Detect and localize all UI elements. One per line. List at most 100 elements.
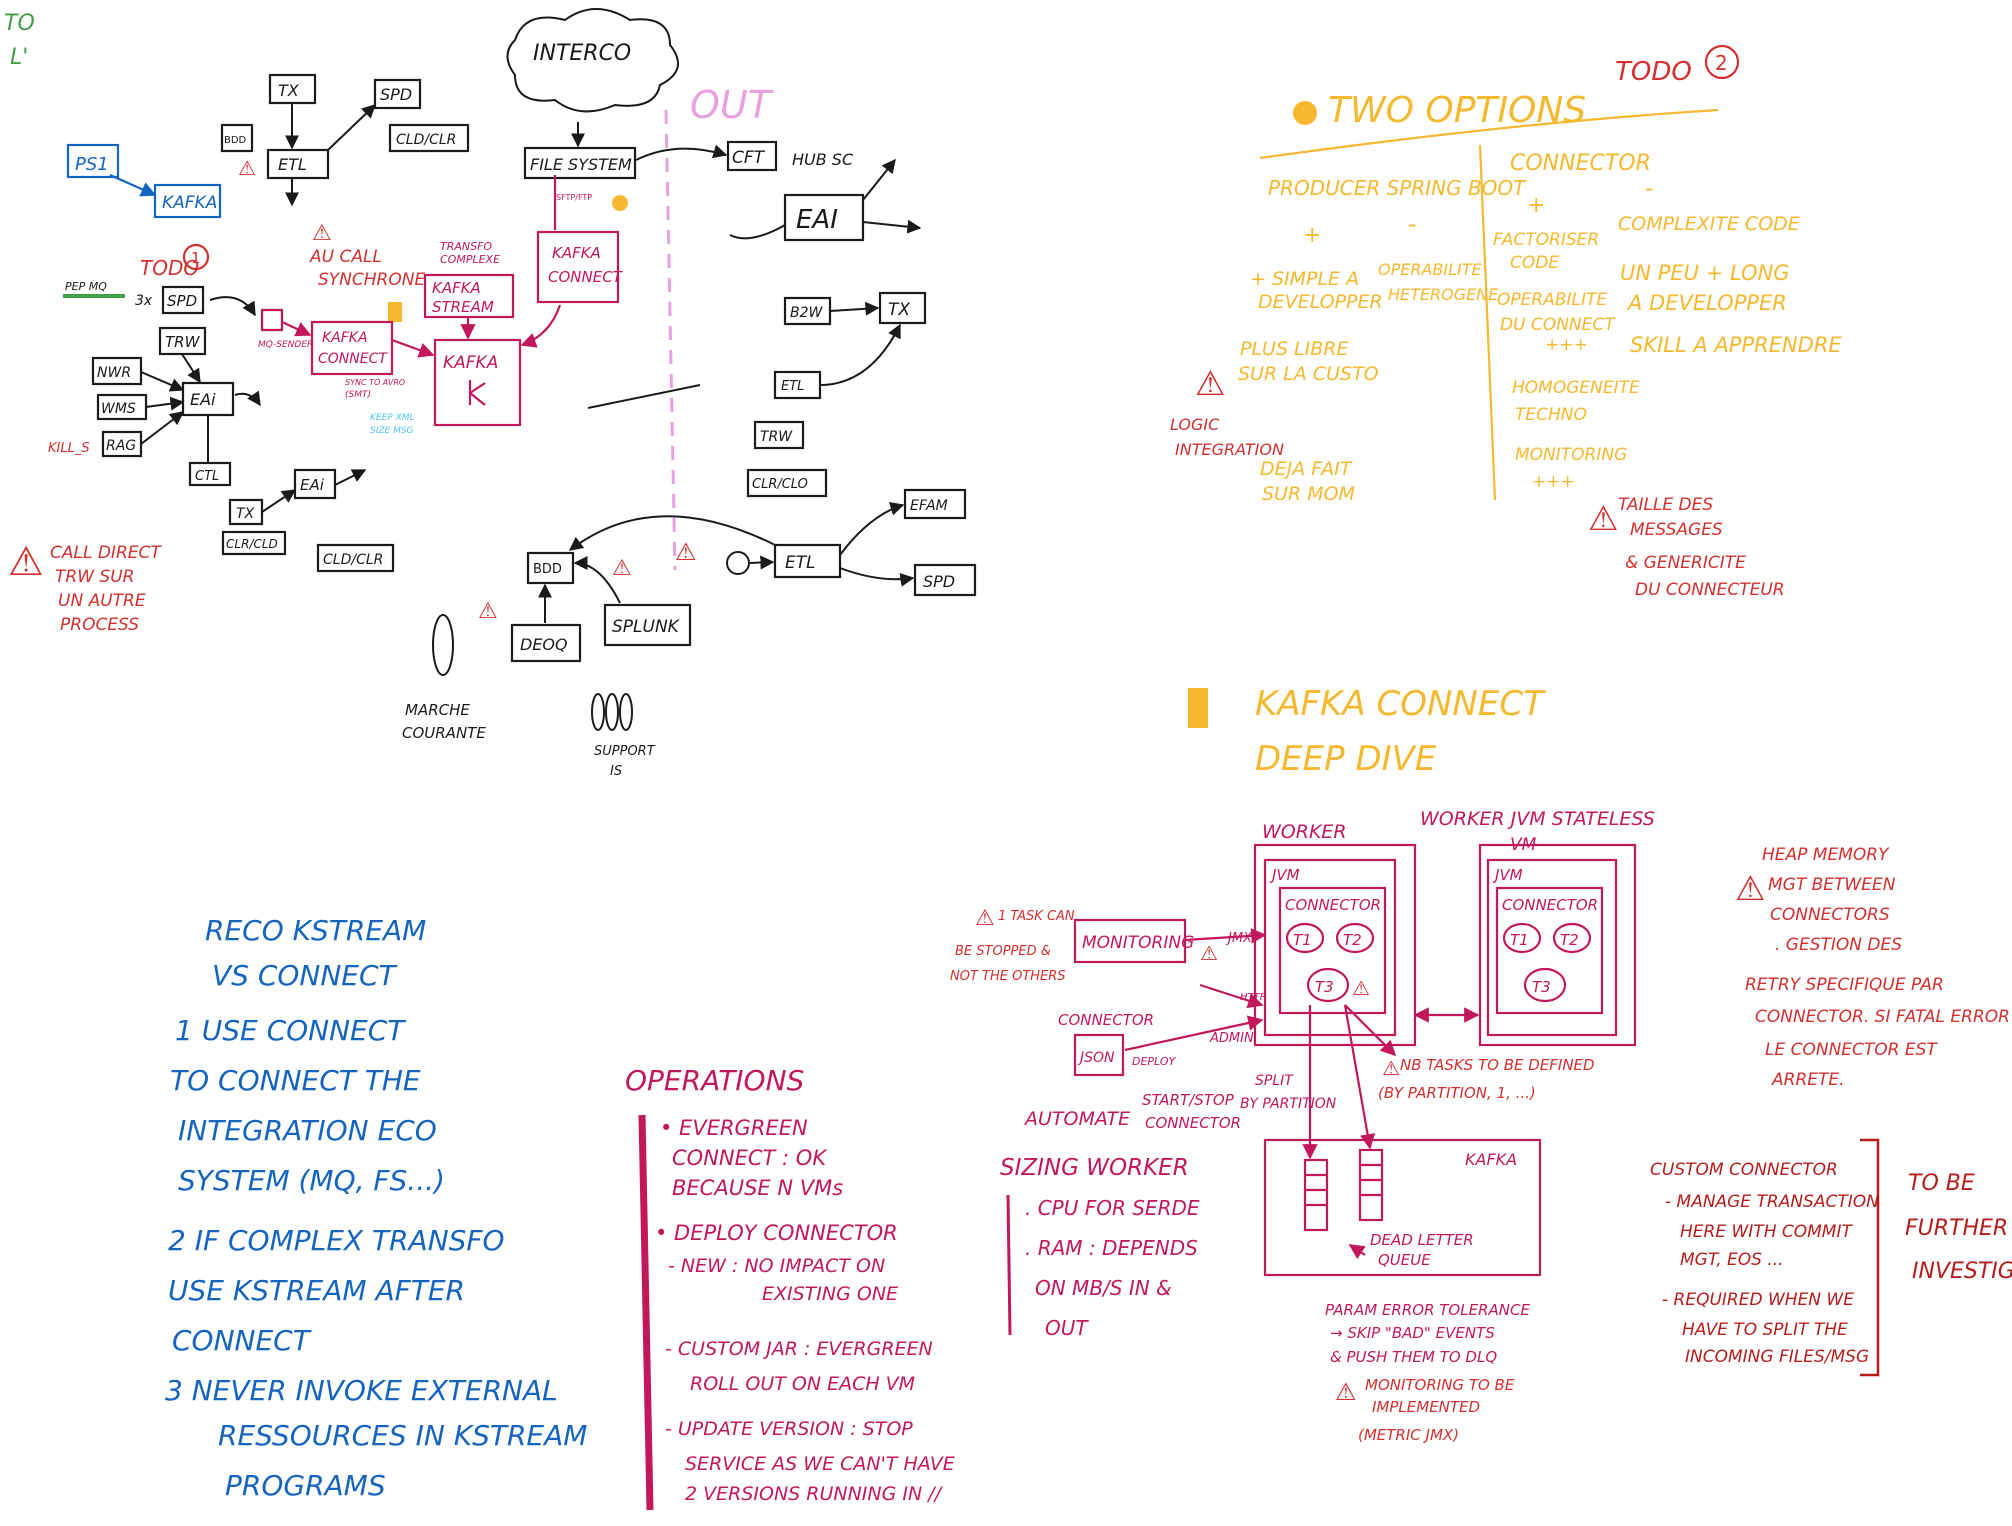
efam-label: EFAM <box>910 498 948 514</box>
operations-notes: OPERATIONS • EVERGREEN CONNECT : OK BECA… <box>625 1064 955 1511</box>
src-etl3-arrow <box>749 555 775 570</box>
start-stop-l1: START/STOP <box>1142 1091 1235 1109</box>
col2-plus-l2: CODE <box>1510 253 1559 273</box>
kafka-center-box <box>433 338 522 427</box>
connector-json-title: CONNECTOR <box>1058 1011 1154 1029</box>
todo2-num: 2 <box>1715 51 1728 75</box>
corner-line-1: TO <box>4 11 35 36</box>
eai-right-arrow <box>862 219 922 234</box>
worker1-t1-label: T1 <box>1293 931 1312 949</box>
taille-l1: TAILLE DES <box>1618 495 1713 515</box>
etl2-tx-arrow <box>819 323 901 386</box>
ops-l3: BECAUSE N VMs <box>672 1176 843 1200</box>
tx2-box <box>228 498 264 526</box>
monitoring-impl-l1: MONITORING TO BE <box>1365 1376 1515 1394</box>
worker2-connector-box <box>1495 886 1604 1015</box>
marche-l1: MARCHE <box>405 701 470 719</box>
etl3-bdd-arrow <box>568 515 776 551</box>
deep-dive-title-l1: KAFKA CONNECT <box>1255 684 1546 724</box>
reco-l6: SYSTEM (MQ, FS...) <box>178 1164 445 1197</box>
nb-tasks-l2: (BY PARTITION, 1, ...) <box>1378 1084 1536 1102</box>
hub-sc-label: HUB SC <box>792 150 854 169</box>
bdd1-icon <box>220 123 254 153</box>
call-direct-l3: UN AUTRE <box>58 591 146 611</box>
yellow-square-top <box>388 302 402 322</box>
monitoring-impl-l3: (METRIC JMX) <box>1358 1426 1459 1444</box>
nwr-eai-arrow <box>140 371 185 392</box>
deep-dive-bullet <box>1188 688 1208 728</box>
kill-s-label: KILL_S <box>48 441 90 456</box>
warn-jmx-icon: ⚠ <box>1200 941 1218 965</box>
taille-l4: DU CONNECTEUR <box>1635 580 1785 600</box>
col1-minus-sign: - <box>1408 210 1417 238</box>
ops-l9: - UPDATE VERSION : STOP <box>665 1418 913 1440</box>
connect-kafka-left-arrow <box>391 338 435 358</box>
mq-sender-icon <box>260 308 284 332</box>
spd1-label: SPD <box>380 85 412 104</box>
deploy-label: DEPLOY <box>1132 1055 1177 1068</box>
spd1-box <box>373 78 422 110</box>
monitoring-box <box>1073 918 1187 964</box>
reco-kstream-vs-connect: RECO KSTREAM VS CONNECT 1 USE CONNECT TO… <box>165 914 587 1502</box>
etl3-label: ETL <box>785 553 816 573</box>
monitoring-jmx-arrow <box>1184 928 1267 944</box>
kafka-connect-deep-dive: KAFKA CONNECT DEEP DIVE WORKER WORKER JV… <box>950 684 2012 1444</box>
corner-note: TO L' <box>4 11 35 70</box>
heap-l4: . GESTION DES <box>1775 935 1902 955</box>
logic-l2: INTEGRATION <box>1175 440 1284 459</box>
two-options-bullet <box>1293 101 1317 125</box>
warn-nbtasks-icon: ⚠ <box>1382 1056 1400 1080</box>
worker1-t2-label: T2 <box>1343 931 1362 949</box>
json-label: JSON <box>1077 1050 1115 1066</box>
eai-big-label: EAI <box>796 205 838 235</box>
interco-label: INTERCO <box>533 41 631 66</box>
custom-bracket <box>1860 1138 1880 1377</box>
warn-au-call-icon: ⚠ <box>312 221 332 246</box>
worker1-label: WORKER <box>1262 821 1347 843</box>
wms-label: WMS <box>101 401 136 417</box>
sizing-l3: . RAM : DEPENDS <box>1025 1236 1198 1260</box>
col1-minus-l1: OPERABILITE <box>1378 260 1483 279</box>
col1-header: PRODUCER SPRING BOOT <box>1268 176 1527 200</box>
cld-clr1-box <box>388 123 470 153</box>
two-options-table: TWO OPTIONS TODO 2 PRODUCER SPRING BOOT … <box>1170 44 1842 600</box>
col2-minus-l2: UN PEU + LONG <box>1620 261 1790 285</box>
worker2-t3-label: T3 <box>1532 978 1551 996</box>
warn-taille-icon: ⚠ <box>1588 499 1618 539</box>
todo2-circle <box>1704 44 1740 80</box>
two-options-title: TWO OPTIONS <box>1328 90 1586 131</box>
warn-marche-icon: ⚠ <box>478 599 498 624</box>
etl-spd-arrow <box>327 104 377 151</box>
eai-mid-out-arrow <box>334 469 367 486</box>
tx2-eai-arrow <box>261 489 297 513</box>
col1-plus-l4: SUR LA CUSTO <box>1238 363 1379 385</box>
spd2-out-arrow <box>209 296 256 317</box>
col2-plus-l8: MONITORING <box>1515 445 1627 465</box>
col2-minus-l4: SKILL A APPRENDRE <box>1630 333 1842 357</box>
call-direct-l2: TRW SUR <box>55 567 134 587</box>
reco-l3: 1 USE CONNECT <box>175 1014 406 1047</box>
transfo-complexe-l2: COMPLEXE <box>440 253 500 266</box>
warn-splunk-icon: ⚠ <box>612 556 632 581</box>
col2-plus-sign: + <box>1527 193 1545 218</box>
clr-cld-box <box>221 530 287 556</box>
sftp-label: SFTP/FTP <box>556 193 592 202</box>
col1-minus-l2: HETEROGENE <box>1388 285 1499 304</box>
reco-l2: VS CONNECT <box>212 959 398 992</box>
col1-plus-l1: + SIMPLE A <box>1250 268 1359 290</box>
au-call-l1: AU CALL <box>309 247 382 267</box>
sizing-margin-line <box>1006 1194 1012 1336</box>
col2-minus-l1: COMPLEXITE CODE <box>1618 213 1800 235</box>
person-support3-icon <box>619 693 633 731</box>
warn-task-icon: ⚠ <box>975 906 995 931</box>
worker2-jvm-box <box>1486 858 1618 1037</box>
kafka-connect-right-box <box>536 230 620 304</box>
out-label: OUT <box>690 83 774 127</box>
custom-l5: - REQUIRED WHEN WE <box>1662 1290 1854 1310</box>
col2-plus-l4: DU CONNECT <box>1500 315 1616 335</box>
warn-logic-icon: ⚠ <box>1195 364 1225 404</box>
kafka-blue-box <box>153 183 222 219</box>
todo2-label: TODO <box>1615 57 1692 87</box>
mq-sender-label: MQ-SENDER <box>258 340 313 350</box>
two-options-divider <box>1478 144 1497 501</box>
